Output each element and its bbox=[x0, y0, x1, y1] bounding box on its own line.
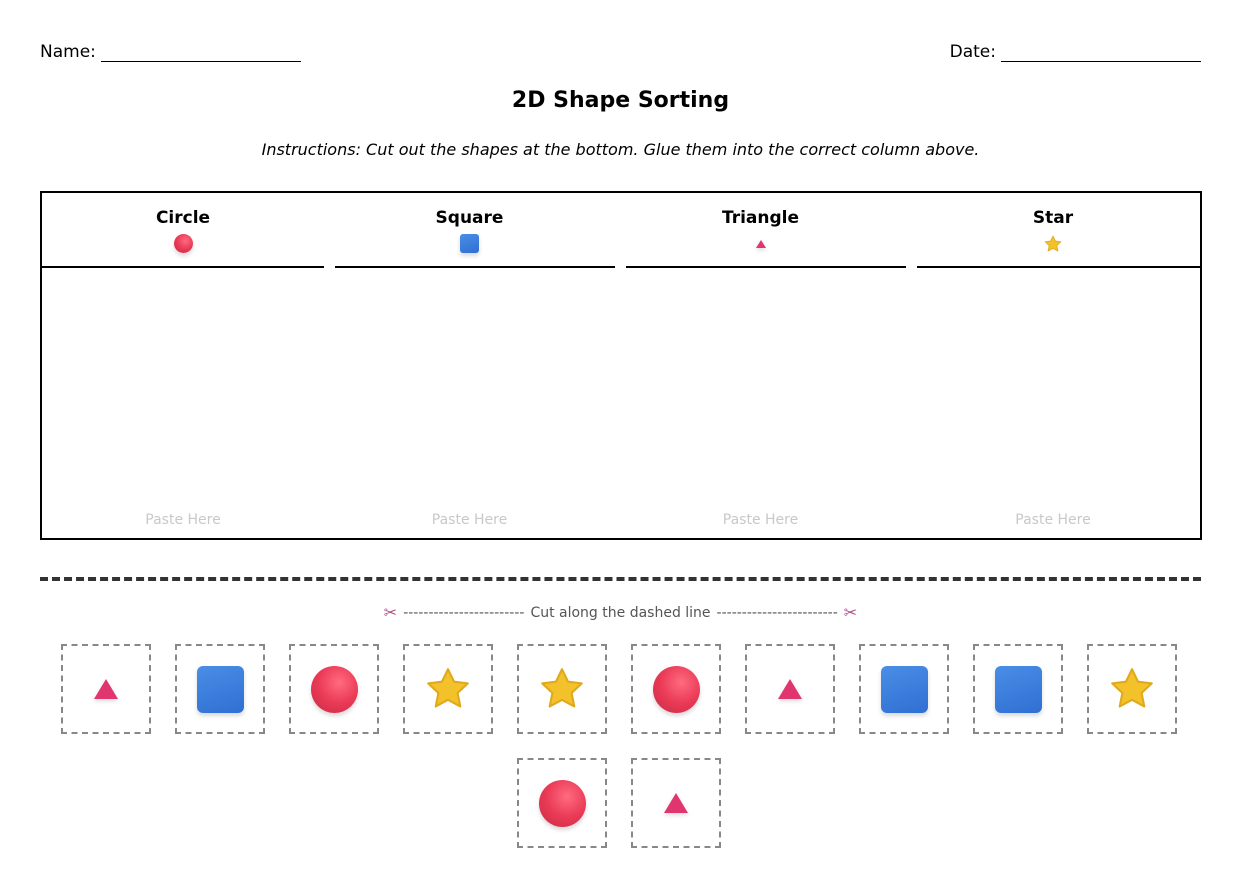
cutout-card-square[interactable] bbox=[973, 644, 1063, 734]
column-header: Star bbox=[906, 193, 1200, 266]
cut-dashes-right: ------------------------ bbox=[716, 604, 838, 621]
header-divider bbox=[42, 266, 324, 268]
paste-here-label: Paste Here bbox=[1015, 512, 1091, 528]
header-row: Name: Date: bbox=[40, 42, 1201, 66]
cut-dashed-line bbox=[40, 577, 1201, 581]
header-divider bbox=[335, 266, 615, 268]
paste-here-label: Paste Here bbox=[722, 512, 799, 528]
column-star: Star Paste Here bbox=[906, 193, 1200, 538]
header-divider bbox=[917, 266, 1200, 268]
star-icon bbox=[1043, 234, 1063, 254]
column-header: Triangle bbox=[615, 193, 906, 266]
cutout-card-circle[interactable] bbox=[631, 644, 721, 734]
triangle-icon bbox=[755, 234, 766, 253]
scissors-icon: ✂ bbox=[843, 603, 858, 622]
column-square: Square Paste Here bbox=[324, 193, 615, 538]
scissors-icon: ✂ bbox=[383, 603, 398, 622]
cutout-card-triangle[interactable] bbox=[61, 644, 151, 734]
cutout-card-star[interactable] bbox=[403, 644, 493, 734]
star-icon bbox=[541, 668, 583, 708]
header-divider bbox=[626, 266, 906, 268]
column-label: Star bbox=[1032, 208, 1074, 228]
cutout-card-square[interactable] bbox=[175, 644, 265, 734]
column-triangle: Triangle Paste Here bbox=[615, 193, 906, 538]
column-header: Square bbox=[324, 193, 615, 266]
triangle-icon bbox=[664, 793, 688, 813]
sorting-table: Circle Paste Here Square Paste Here Tria… bbox=[40, 191, 1202, 540]
circle-icon bbox=[538, 779, 586, 827]
name-label: Name: bbox=[40, 42, 96, 62]
square-icon bbox=[460, 234, 479, 253]
square-icon bbox=[994, 665, 1042, 713]
cutout-card-triangle[interactable] bbox=[631, 758, 721, 848]
cutout-card-circle[interactable] bbox=[517, 758, 607, 848]
square-icon bbox=[880, 665, 928, 713]
triangle-icon bbox=[94, 679, 118, 699]
circle-icon bbox=[310, 665, 358, 713]
name-blank-line[interactable] bbox=[100, 45, 301, 62]
column-label: Circle bbox=[155, 208, 211, 228]
name-field[interactable]: Name: bbox=[40, 42, 301, 62]
date-field[interactable]: Date: bbox=[950, 42, 1201, 62]
cut-note-text: Cut along the dashed line bbox=[530, 604, 711, 621]
instructions: Instructions: Cut out the shapes at the … bbox=[261, 140, 980, 159]
cutout-card-circle[interactable] bbox=[289, 644, 379, 734]
column-label: Triangle bbox=[721, 208, 800, 228]
cutout-card-star[interactable] bbox=[517, 644, 607, 734]
cutout-card-square[interactable] bbox=[859, 644, 949, 734]
cutout-card-triangle[interactable] bbox=[745, 644, 835, 734]
page-title: 2D Shape Sorting bbox=[511, 88, 730, 113]
date-blank-line[interactable] bbox=[1001, 45, 1201, 62]
cutout-card-star[interactable] bbox=[1087, 644, 1177, 734]
circle-icon bbox=[652, 665, 700, 713]
column-header: Circle bbox=[42, 193, 324, 266]
square-icon bbox=[196, 665, 244, 713]
column-circle: Circle Paste Here bbox=[42, 193, 324, 538]
circle-icon bbox=[173, 234, 193, 253]
star-icon bbox=[427, 668, 469, 708]
column-label: Square bbox=[435, 208, 504, 228]
triangle-icon bbox=[778, 679, 802, 699]
star-icon bbox=[1111, 668, 1153, 708]
paste-here-label: Paste Here bbox=[431, 512, 508, 528]
cut-instruction: ✂ ------------------------ Cut along the… bbox=[0, 603, 1241, 622]
cut-dashes-left: ------------------------ bbox=[403, 604, 525, 621]
paste-here-label: Paste Here bbox=[145, 512, 221, 528]
date-label: Date: bbox=[949, 42, 996, 62]
